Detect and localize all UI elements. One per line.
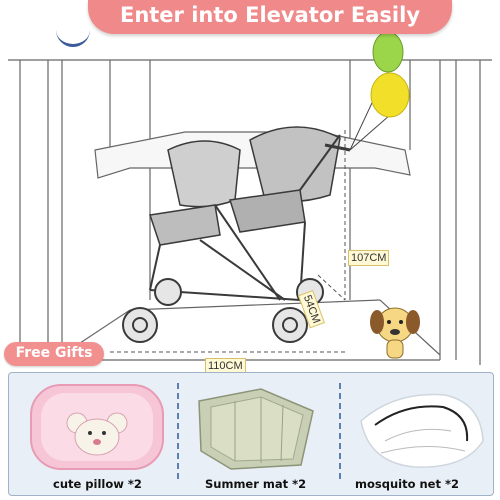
gift-caption-mat: Summer mat *2 bbox=[205, 477, 307, 491]
dimension-guides bbox=[110, 130, 346, 353]
width-dimension-label: 110CM bbox=[205, 358, 246, 374]
free-gifts-badge: Free Gifts bbox=[4, 342, 104, 366]
gift-caption-net: mosquito net *2 bbox=[355, 477, 459, 491]
gift-caption-pillow: cute pillow *2 bbox=[53, 477, 142, 491]
mosquito-net-image bbox=[360, 393, 484, 468]
double-stroller bbox=[122, 126, 351, 343]
title-banner: Enter into Elevator Easily bbox=[88, 0, 452, 34]
banner-accent bbox=[56, 30, 90, 47]
gifts-panel: cute pillow *2 Summer mat *2 mosquito ne… bbox=[8, 372, 494, 496]
free-gifts-label: Free Gifts bbox=[15, 345, 93, 361]
gift-divider bbox=[339, 383, 341, 479]
summer-mat-image bbox=[198, 388, 314, 470]
banner-title: Enter into Elevator Easily bbox=[119, 3, 421, 27]
cute-pillow-image bbox=[30, 384, 164, 470]
dog-illustration bbox=[370, 307, 420, 359]
gift-divider bbox=[177, 383, 179, 479]
balloons bbox=[349, 31, 410, 151]
height-dimension-label: 107CM bbox=[348, 250, 390, 266]
elevator-scene bbox=[8, 31, 492, 365]
